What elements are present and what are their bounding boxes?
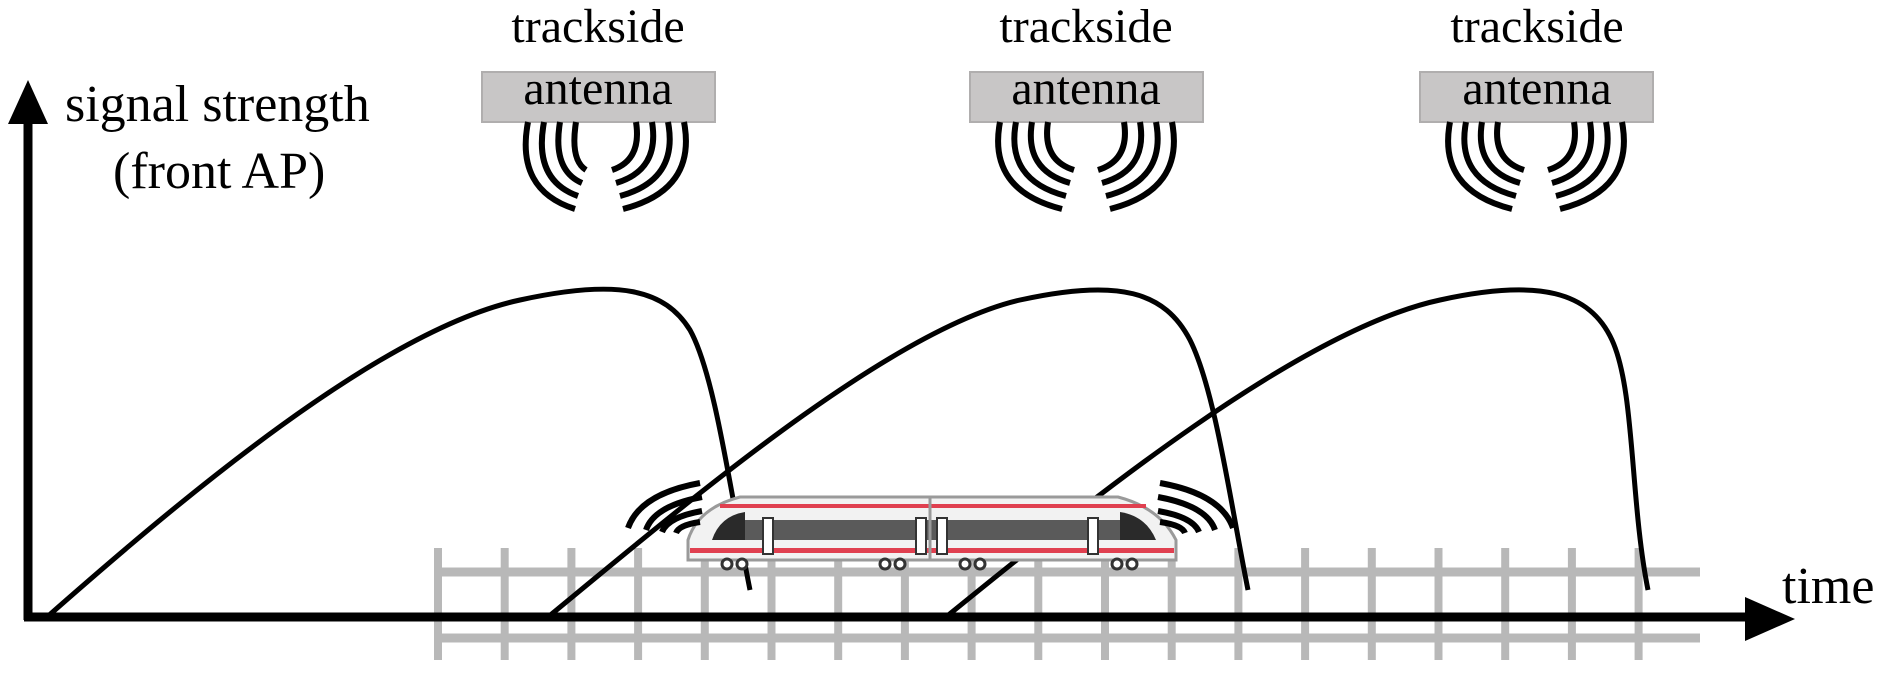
train-window-band	[745, 520, 1120, 540]
signal-curve-2	[546, 287, 1251, 619]
train-door-2	[915, 517, 927, 555]
train-door-1	[762, 517, 774, 555]
track-sleepers	[434, 548, 1643, 660]
antenna-3-box	[1419, 71, 1654, 123]
trackside-antenna-1: trackside antenna	[481, 0, 716, 212]
antenna-3-label-line1: trackside	[1450, 0, 1623, 53]
train-door-4	[1087, 517, 1099, 555]
trackside-antenna-2: trackside antenna	[969, 0, 1204, 212]
x-axis-label: time	[1782, 558, 1874, 615]
antenna-1-radio-waves-icon	[522, 121, 689, 212]
signal-curves	[45, 286, 1651, 619]
train-wheels	[720, 557, 1139, 571]
train-rear-antenna-waves-icon	[1157, 480, 1236, 535]
train-front-window-right	[1120, 512, 1156, 540]
antenna-2-label-line2: antenna	[1011, 62, 1160, 115]
antenna-3-radio-waves-icon	[1445, 121, 1627, 212]
signal-curve-1	[45, 286, 753, 619]
train-icon	[625, 480, 1236, 571]
antenna-2-box	[969, 71, 1204, 123]
antenna-1-label-line2: antenna	[523, 62, 672, 115]
train-front-window-left	[712, 512, 745, 540]
axes	[8, 80, 1795, 641]
antenna-2-label-line1: trackside	[999, 0, 1172, 53]
trackside-antenna-3: trackside antenna	[1419, 0, 1654, 212]
antenna-3-label-line2: antenna	[1462, 62, 1611, 115]
antenna-2-radio-waves-icon	[995, 121, 1177, 212]
train-stripe-top	[720, 504, 1146, 508]
x-axis-arrowhead	[1745, 597, 1795, 641]
train-stripe-bottom	[690, 548, 1174, 553]
y-axis-label-line1: signal strength	[65, 76, 370, 133]
y-axis-label-line2: (front AP)	[113, 143, 325, 200]
train-door-3	[936, 517, 948, 555]
y-axis-arrowhead	[8, 80, 48, 124]
train-front-antenna-waves-icon	[625, 480, 703, 535]
antenna-1-label-line1: trackside	[511, 0, 684, 53]
railway-track	[434, 548, 1700, 660]
signal-curve-3	[944, 287, 1651, 619]
antenna-1-box	[481, 71, 716, 123]
